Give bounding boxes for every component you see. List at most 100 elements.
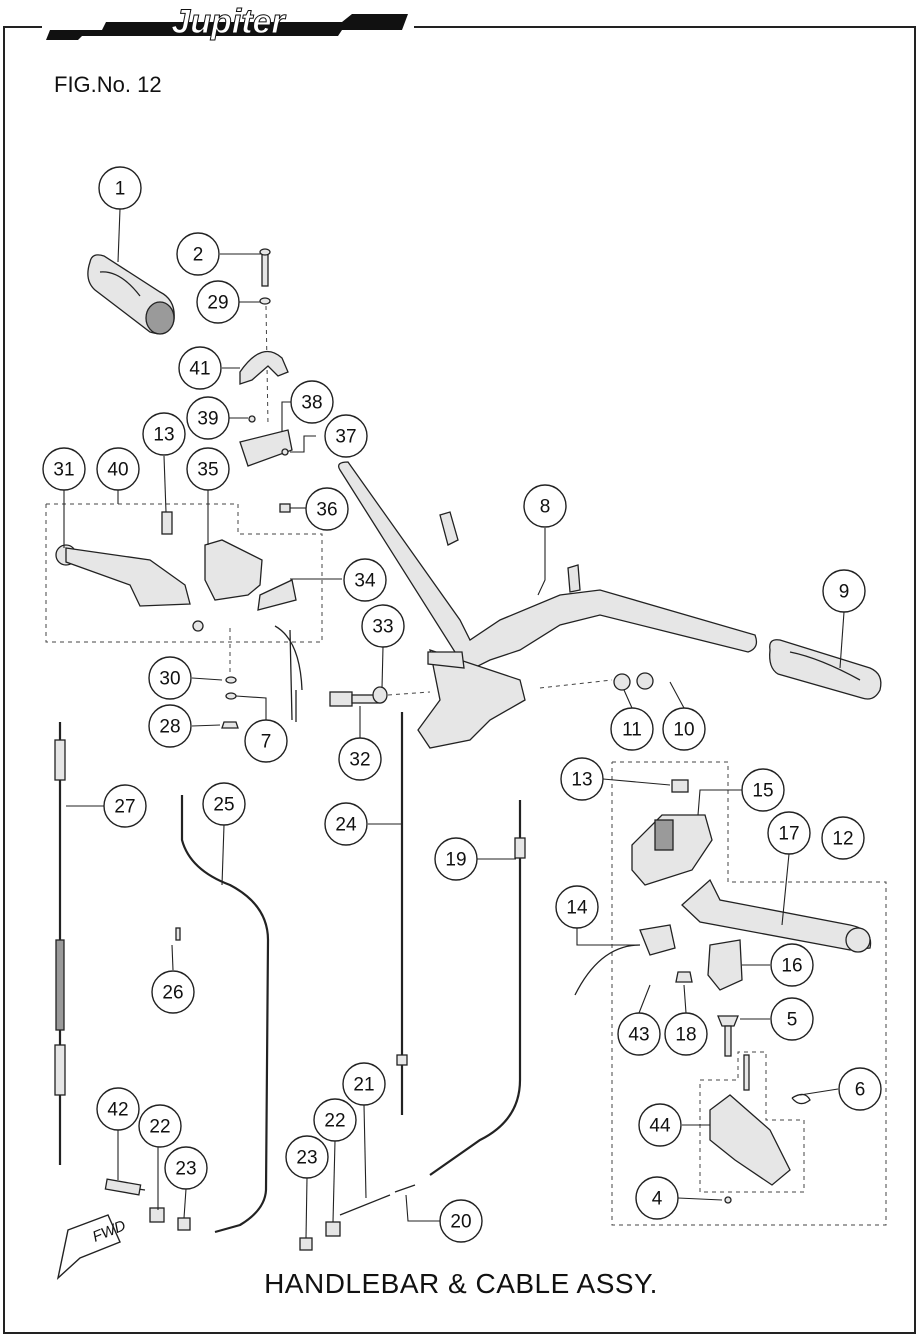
callout-number: 4 <box>652 1189 663 1210</box>
fwd-direction-marker: FWD <box>56 1214 128 1280</box>
callout-10: 10 <box>662 707 706 751</box>
callout-42: 42 <box>96 1087 140 1131</box>
callout-circle <box>662 707 706 751</box>
callout-number: 43 <box>628 1025 649 1046</box>
callout-39: 39 <box>186 396 230 440</box>
callout-11: 11 <box>610 707 654 751</box>
callout-28: 28 <box>148 704 192 748</box>
callout-circle <box>741 768 785 812</box>
callout-number: 15 <box>752 781 773 802</box>
callout-number: 22 <box>324 1111 345 1132</box>
callout-circle <box>196 280 240 324</box>
callout-circle <box>434 837 478 881</box>
right-lever-assembly <box>574 761 887 1226</box>
callout-number: 25 <box>213 795 234 816</box>
callout-4: 4 <box>635 1176 679 1220</box>
callout-circle <box>338 737 382 781</box>
callout-2: 2 <box>176 232 220 276</box>
callout-32: 32 <box>338 737 382 781</box>
callout-number: 42 <box>107 1100 128 1121</box>
diagram-frame <box>3 26 916 1334</box>
callout-number: 39 <box>197 409 218 430</box>
callout-circle <box>96 447 140 491</box>
callout-38: 38 <box>290 380 334 424</box>
callout-circle <box>148 704 192 748</box>
callout-circle <box>290 380 334 424</box>
callout-circle <box>151 970 195 1014</box>
callout-8: 8 <box>523 484 567 528</box>
callout-number: 19 <box>445 850 466 871</box>
callout-circle <box>103 784 147 828</box>
callout-30: 30 <box>148 656 192 700</box>
callout-number: 9 <box>839 582 850 603</box>
callout-number: 10 <box>673 720 694 741</box>
callout-number: 34 <box>354 571 376 592</box>
callout-circle <box>178 346 222 390</box>
leader-lines <box>63 208 845 1239</box>
callout-43: 43 <box>617 1012 661 1056</box>
callout-15: 15 <box>741 768 785 812</box>
callout-34: 34 <box>343 558 387 602</box>
callout-number: 6 <box>855 1080 866 1101</box>
callout-circle <box>96 1087 140 1131</box>
callout-circle <box>285 1135 329 1179</box>
callout-12: 12 <box>821 816 865 860</box>
callout-25: 25 <box>202 782 246 826</box>
callout-40: 40 <box>96 447 140 491</box>
callout-number: 36 <box>316 500 337 521</box>
callout-number: 44 <box>649 1116 671 1137</box>
callout-29: 29 <box>196 280 240 324</box>
callout-circle <box>767 811 811 855</box>
callout-number: 30 <box>159 669 180 690</box>
mount-bolts <box>329 672 654 707</box>
callout-circle <box>838 1067 882 1111</box>
callout-number: 5 <box>787 1010 798 1031</box>
callout-circle <box>822 569 866 613</box>
callout-number: 41 <box>189 359 210 380</box>
callout-circle <box>523 484 567 528</box>
small-hardware <box>104 927 341 1251</box>
callout-23: 23 <box>285 1135 329 1179</box>
callout-number: 8 <box>540 497 551 518</box>
callout-number: 27 <box>114 797 135 818</box>
callout-circle <box>244 719 288 763</box>
callout-26: 26 <box>151 970 195 1014</box>
callout-circle <box>313 1098 357 1142</box>
callout-5: 5 <box>770 997 814 1041</box>
callout-14: 14 <box>555 885 599 929</box>
callout-number: 26 <box>162 983 183 1004</box>
callout-number: 20 <box>450 1212 471 1233</box>
callout-circle <box>342 1062 386 1106</box>
callout-number: 33 <box>372 617 393 638</box>
callout-circle <box>361 604 405 648</box>
callout-6: 6 <box>838 1067 882 1111</box>
callout-number: 1 <box>115 179 126 200</box>
callout-number: 22 <box>149 1117 170 1138</box>
callout-19: 19 <box>434 837 478 881</box>
callout-circle <box>164 1146 208 1190</box>
callout-23: 23 <box>164 1146 208 1190</box>
callout-number: 13 <box>153 425 174 446</box>
callout-36: 36 <box>305 487 349 531</box>
callout-21: 21 <box>342 1062 386 1106</box>
callout-1: 1 <box>98 166 142 210</box>
callout-circle <box>186 396 230 440</box>
right-grip <box>769 639 882 700</box>
callout-number: 2 <box>193 245 204 266</box>
callout-circle <box>42 447 86 491</box>
clamp-hardware <box>239 248 293 513</box>
callout-number: 40 <box>107 460 128 481</box>
callout-circle <box>560 757 604 801</box>
callout-circle <box>635 1176 679 1220</box>
callout-circle <box>148 656 192 700</box>
callout-number: 12 <box>832 829 853 850</box>
callout-number: 35 <box>197 460 218 481</box>
callout-number: 24 <box>335 815 357 836</box>
callout-circle <box>638 1103 682 1147</box>
callout-20: 20 <box>439 1199 483 1243</box>
callout-7: 7 <box>244 719 288 763</box>
callout-16: 16 <box>770 943 814 987</box>
callout-circle <box>555 885 599 929</box>
callout-circle <box>138 1104 182 1148</box>
